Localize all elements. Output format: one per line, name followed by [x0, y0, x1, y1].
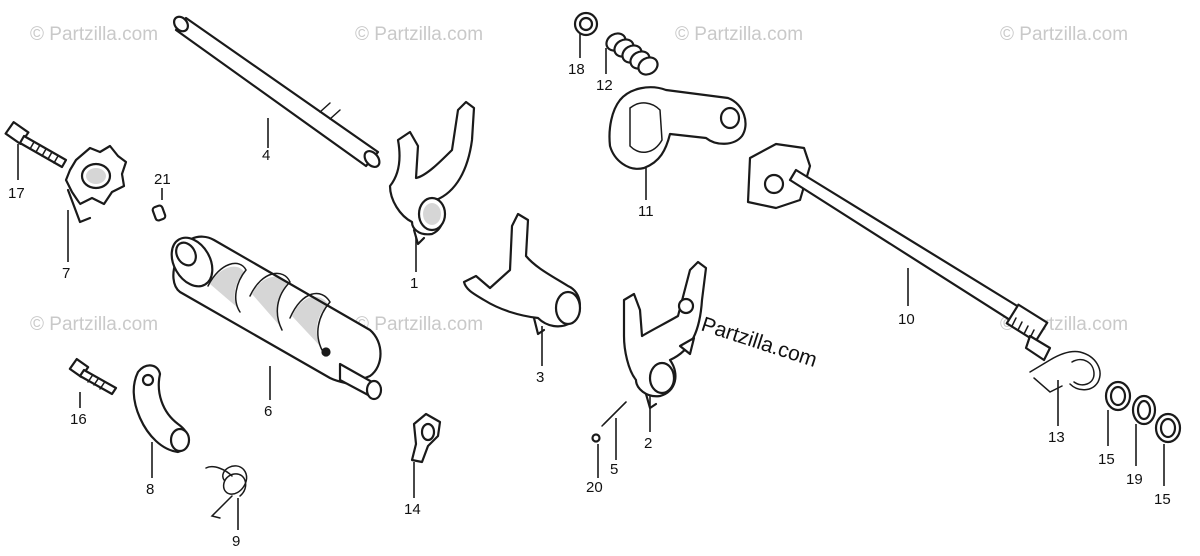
- part-3-shift-fork: [462, 212, 582, 336]
- callout-1: 1: [410, 275, 418, 292]
- part-7-stopper-plate: [64, 144, 128, 224]
- part-5-spring: [601, 401, 627, 427]
- callout-21: 21: [154, 171, 171, 188]
- callout-18: 18: [568, 61, 585, 78]
- watermark: © Partzilla.com: [355, 314, 483, 335]
- watermark: © Partzilla.com: [1000, 24, 1128, 45]
- part-20-ball: [591, 433, 601, 443]
- part-9-spring: [205, 465, 248, 519]
- callout-20: 20: [586, 479, 603, 496]
- callout-15: 15: [1098, 451, 1115, 468]
- part-17-bolt: [4, 121, 68, 169]
- callout-12: 12: [596, 77, 613, 94]
- leader-lines: [17, 34, 1165, 530]
- callout-labels: 4 17 7 21 6 16 8 9 1 3 2 5 20 14 18 12 1…: [8, 61, 1171, 550]
- part-11-shift-plate: [608, 86, 747, 170]
- part-10-gearshift-spindle: [746, 142, 1052, 362]
- callout-8: 8: [146, 481, 154, 498]
- callout-15: 15: [1154, 491, 1171, 508]
- callout-16: 16: [70, 411, 87, 428]
- part-15-washer: [1154, 412, 1182, 444]
- part-16-bolt: [68, 357, 118, 396]
- watermark: © Partzilla.com: [30, 314, 158, 335]
- part-18-clip: [573, 11, 599, 37]
- part-4-fork-shaft: [173, 15, 381, 168]
- callout-6: 6: [264, 403, 272, 420]
- part-21-dowel-pin: [151, 204, 167, 222]
- part-15-washer: [1104, 380, 1132, 412]
- brand-text: Partzilla.com: [698, 313, 819, 372]
- part-6-shift-drum: [170, 235, 383, 401]
- callout-5: 5: [610, 461, 618, 478]
- part-1-shift-fork: [388, 100, 476, 246]
- callout-4: 4: [262, 147, 270, 164]
- callout-2: 2: [644, 435, 652, 452]
- callout-14: 14: [404, 501, 421, 518]
- part-12-coil-spring: [605, 32, 659, 76]
- part-8-stopper-arm: [132, 364, 191, 454]
- callout-9: 9: [232, 533, 240, 550]
- part-19-clip: [1131, 394, 1157, 426]
- part-14-collar: [410, 412, 442, 464]
- part-2-shift-fork: [622, 260, 708, 410]
- callout-17: 17: [8, 185, 25, 202]
- callout-13: 13: [1048, 429, 1065, 446]
- callout-10: 10: [898, 311, 915, 328]
- watermark: © Partzilla.com: [355, 24, 483, 45]
- callout-19: 19: [1126, 471, 1143, 488]
- callout-7: 7: [62, 265, 70, 282]
- watermark: © Partzilla.com: [675, 24, 803, 45]
- callout-3: 3: [536, 369, 544, 386]
- callout-11: 11: [638, 203, 654, 220]
- watermark: © Partzilla.com: [30, 24, 158, 45]
